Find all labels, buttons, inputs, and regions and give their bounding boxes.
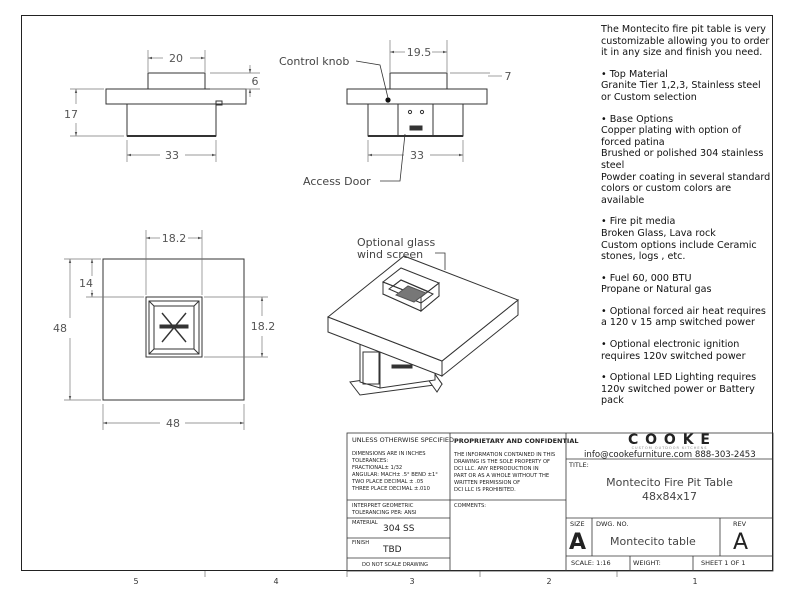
note-fire-pit-media: • Fire pit media Broken Glass, Lava rock… <box>601 216 773 262</box>
note-line: • Optional forced air heat requires a 12… <box>601 305 766 329</box>
tb-scale: SCALE: 1:16 <box>571 559 611 567</box>
dim-side-base: 33 <box>410 149 424 162</box>
plan-dimensions <box>64 230 268 430</box>
tb-size-label: SIZE <box>570 520 585 528</box>
tb-size: A <box>569 530 587 555</box>
access-door-leader <box>380 133 406 182</box>
notes-intro: The Montecito fire pit table is very cus… <box>601 24 770 59</box>
control-knob-leader <box>355 60 389 99</box>
tb-material-label: MATERIAL <box>352 520 378 526</box>
dim-front-total: 17 <box>64 108 78 121</box>
tb-proprietary: PROPRIETARY AND CONFIDENTIAL <box>454 437 579 445</box>
note-line: Propane or Natural gas <box>601 284 712 296</box>
brand-logo: C O O K E <box>628 432 711 448</box>
note-line: Granite Tier 1,2,3, Stainless steel or C… <box>601 80 761 103</box>
tb-prop-2: DRAWING IS THE SOLE PROPERTY OF <box>454 459 551 465</box>
note-line: Custom options include Ceramic stones, l… <box>601 239 757 263</box>
tb-prop-3: DCI LLC. ANY REPRODUCTION IN <box>454 466 539 472</box>
notes-column: The Montecito fire pit table is very cus… <box>601 24 773 417</box>
access-door-label: Access Door <box>303 175 371 188</box>
tb-dwg-label: DWG. NO. <box>596 520 629 528</box>
tb-prop-5: WRITTEN PERMISSION OF <box>454 480 521 486</box>
note-led: • Optional LED Lighting requires 120v sw… <box>601 372 773 407</box>
plan-view <box>102 258 245 401</box>
glass-screen-leader <box>435 252 446 270</box>
drawing-size: 48x84x17 <box>641 490 697 503</box>
tb-two-place: TWO PLACE DECIMAL ± .05 <box>352 479 424 485</box>
zone-5: 5 <box>133 577 138 586</box>
tb-unless: UNLESS OTHERWISE SPECIFIED: <box>352 436 457 444</box>
dim-plan-burner: 18.2 <box>162 232 187 245</box>
note-line: • Fuel 60, 000 BTU <box>601 272 692 284</box>
zone-3: 3 <box>409 577 414 586</box>
note-line: Broken Glass, Lava rock <box>601 227 716 239</box>
front-dimensions <box>70 50 260 162</box>
tb-sheet: SHEET 1 OF 1 <box>701 559 746 567</box>
side-view <box>346 72 488 137</box>
tb-interpret: INTERPRET GEOMETRIC <box>352 503 414 509</box>
note-line: Copper plating with option of forced pat… <box>601 125 741 148</box>
tb-dims-in: DIMENSIONS ARE IN INCHES <box>352 451 426 457</box>
zone-4: 4 <box>273 577 278 586</box>
drawing-frame <box>21 15 773 571</box>
tb-tolerances: TOLERANCES: <box>352 458 389 464</box>
tb-rev-label: REV <box>733 520 747 528</box>
note-line: • Optional LED Lighting requires 120v sw… <box>601 372 757 407</box>
zone-ticks <box>204 571 618 577</box>
tb-prop-6: DCI LLC IS PROHIBITED. <box>454 487 516 493</box>
dim-side-top: 19.5 <box>407 46 432 59</box>
dim-front-top: 20 <box>169 52 183 65</box>
dim-plan-burner-v: 18.2 <box>251 320 276 333</box>
dim-plan-width: 48 <box>166 417 180 430</box>
drawing-title: Montecito Fire Pit Table <box>606 476 733 489</box>
tb-prop-4: PART OR AS A WHOLE WITHOUT THE <box>454 473 550 479</box>
control-knob-label: Control knob <box>279 55 349 68</box>
zone-2: 2 <box>546 577 551 586</box>
note-forced-air: • Optional forced air heat requires a 12… <box>601 306 773 329</box>
dim-plan-depth: 48 <box>53 322 67 335</box>
tb-finish-label: FINISH <box>352 540 370 546</box>
glass-screen-label-1: Optional glass <box>357 236 436 249</box>
tb-weight: WEIGHT: <box>633 559 661 567</box>
tb-title-label: TITLE: <box>569 461 589 469</box>
tb-do-not-scale: DO NOT SCALE DRAWING <box>362 562 429 568</box>
side-dimensions <box>367 40 502 162</box>
tb-rev: A <box>733 530 749 555</box>
glass-screen-label-2: wind screen <box>357 248 423 261</box>
tb-fractional: FRACTIONAL± 1/32 <box>352 465 403 471</box>
isometric-view <box>327 255 519 396</box>
note-line: Brushed or polished 304 stainless steel <box>601 148 764 171</box>
front-view <box>105 72 247 137</box>
dim-front-base: 33 <box>165 149 179 162</box>
note-line: • Base Options <box>601 113 674 125</box>
tb-comments: COMMENTS: <box>454 503 487 509</box>
brand-tagline: CUSTOM OUTDOOR KITCHENS <box>631 446 708 450</box>
tb-contact: info@cookefurniture.com 888-303-2453 <box>584 450 756 460</box>
note-top-material: • Top Material Granite Tier 1,2,3, Stain… <box>601 69 773 104</box>
tb-dwg: Montecito table <box>610 535 696 548</box>
tb-angular: ANGULAR: MACH± .5° BEND ±1° <box>352 472 438 478</box>
dim-front-height: 6 <box>252 75 259 88</box>
note-line: • Fire pit media <box>601 216 676 228</box>
tb-prop-1: THE INFORMATION CONTAINED IN THIS <box>454 452 556 458</box>
tb-tol-per: TOLERANCING PER: ANSI <box>352 510 417 516</box>
tb-three-place: THREE PLACE DECIMAL ±.010 <box>352 486 430 492</box>
dim-side-height: 7 <box>505 70 512 83</box>
note-line: • Optional electronic ignition requires … <box>601 339 746 362</box>
note-line: Powder coating in several standard color… <box>601 171 771 206</box>
note-base-options: • Base Options Copper plating with optio… <box>601 114 773 207</box>
note-ignition: • Optional electronic ignition requires … <box>601 339 773 362</box>
tb-material: 304 SS <box>383 524 415 534</box>
zone-1: 1 <box>692 577 697 586</box>
control-knob-icon <box>385 97 391 103</box>
note-line: • Top Material <box>601 68 668 80</box>
title-block-grid <box>346 432 774 572</box>
note-fuel: • Fuel 60, 000 BTU Propane or Natural ga… <box>601 273 773 296</box>
tb-finish: TBD <box>383 545 402 555</box>
dim-plan-offset: 14 <box>79 277 93 290</box>
